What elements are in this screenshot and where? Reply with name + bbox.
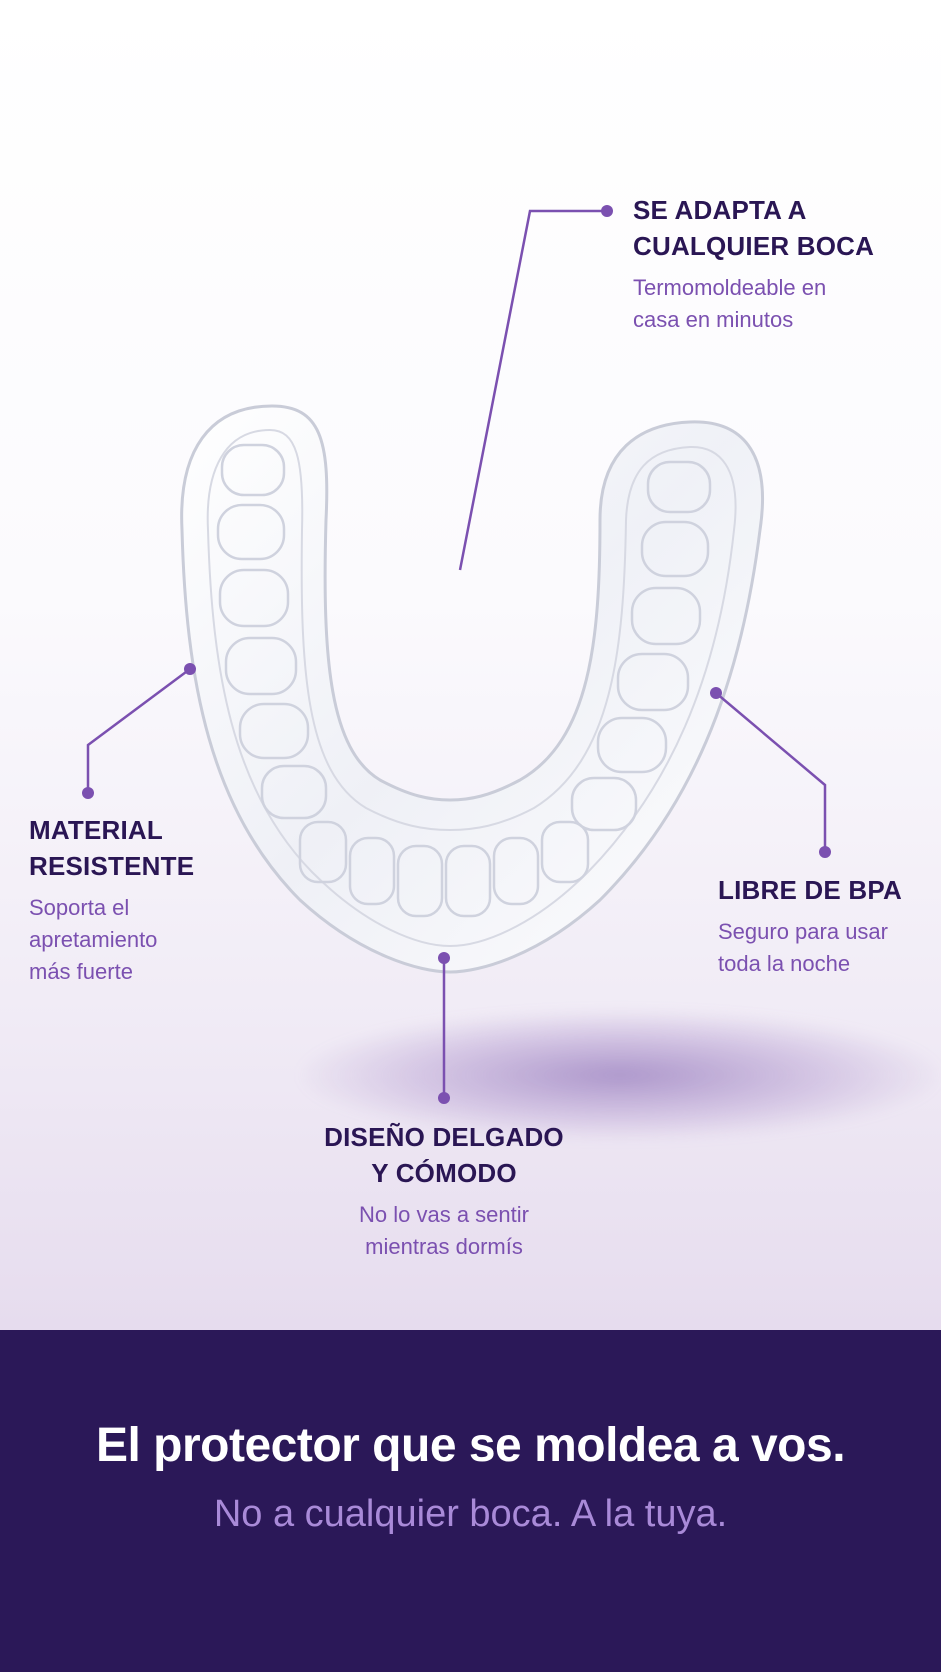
- callout-diseno: DISEÑO DELGADO Y CÓMODO No lo vas a sent…: [294, 1119, 594, 1263]
- callout-material-title: MATERIAL RESISTENTE: [29, 815, 195, 881]
- tooth-impressions: [216, 443, 712, 918]
- product-hero: SE ADAPTA A CUALQUIER BOCA Termomoldeabl…: [0, 0, 941, 1330]
- callout-material-desc: Soporta el apretamiento más fuerte: [29, 895, 158, 984]
- mouthguard-shadow: [300, 1010, 940, 1140]
- callout-adapta: SE ADAPTA A CUALQUIER BOCA Termomoldeabl…: [633, 192, 933, 336]
- footer-banner: [0, 1330, 941, 1672]
- diseno-anchor-dot: [438, 952, 450, 964]
- callout-diseno-title: DISEÑO DELGADO Y CÓMODO: [324, 1122, 564, 1188]
- callout-bpa-title: LIBRE DE BPA: [718, 875, 902, 905]
- callout-adapta-desc: Termomoldeable en casa en minutos: [633, 275, 827, 332]
- mouthguard-illustration: [82, 205, 831, 1104]
- callout-lines: [86, 209, 827, 1098]
- material-anchor-dot: [184, 663, 196, 675]
- bpa-anchor-dot: [710, 687, 722, 699]
- adapta-dot: [601, 205, 613, 217]
- mouthguard-tray: [180, 404, 765, 974]
- callout-adapta-title: SE ADAPTA A CUALQUIER BOCA: [633, 195, 875, 261]
- callout-dots: [82, 205, 831, 1104]
- bpa-leader-line: [715, 692, 827, 852]
- adapta-leader-line: [458, 209, 607, 571]
- diseno-dot: [438, 1092, 450, 1104]
- callout-bpa-desc: Seguro para usar toda la noche: [718, 919, 888, 976]
- callout-diseno-desc: No lo vas a sentir mientras dormís: [359, 1202, 529, 1259]
- bpa-dot: [819, 846, 831, 858]
- footer-subline: No a cualquier boca. A la tuya.: [213, 1493, 728, 1535]
- material-leader-line: [86, 667, 191, 793]
- material-dot: [82, 787, 94, 799]
- footer-headline: El protector que se moldea a vos.: [95, 1419, 846, 1472]
- callout-material: MATERIAL RESISTENTE Soporta el apretamie…: [29, 812, 269, 988]
- callout-bpa: LIBRE DE BPA Seguro para usar toda la no…: [718, 872, 938, 980]
